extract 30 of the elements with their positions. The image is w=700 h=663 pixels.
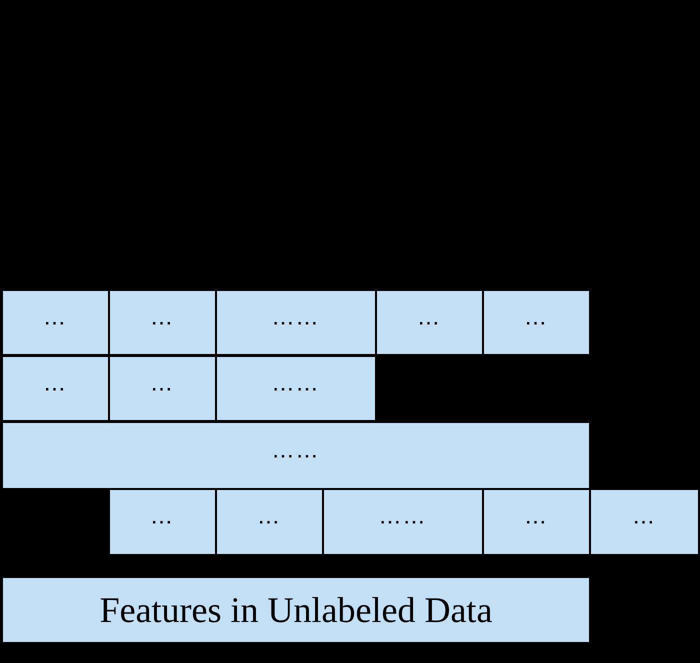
feature-box: [591, 490, 698, 554]
ellipsis-text: ⋯: [150, 509, 174, 535]
feature-box: [324, 490, 482, 554]
ellipsis-text: ⋯: [258, 509, 282, 535]
ellipsis-text: ⋯: [632, 509, 656, 535]
feature-box: [3, 357, 108, 420]
ellipsis-text: ⋯: [524, 509, 548, 535]
feature-box: [217, 291, 375, 354]
ellipsis-text: ⋯⋯: [272, 442, 320, 468]
ellipsis-text: ⋯: [44, 376, 68, 402]
feature-box: [3, 423, 589, 488]
ellipsis-text: ⋯⋯: [272, 376, 320, 402]
feature-box: [217, 490, 322, 554]
feature-box: [3, 291, 108, 354]
ellipsis-text: ⋯: [418, 310, 442, 336]
feature-box: [110, 291, 215, 354]
ellipsis-text: ⋯: [150, 310, 174, 336]
ellipsis-text: ⋯: [44, 310, 68, 336]
ellipsis-text: ⋯⋯: [379, 509, 427, 535]
feature-box: [484, 490, 589, 554]
ellipsis-text: ⋯: [150, 376, 174, 402]
feature-box: [110, 357, 215, 420]
box-title: Features in Unlabeled Data: [100, 589, 492, 631]
feature-box: [484, 291, 589, 354]
ellipsis-text: ⋯⋯: [272, 310, 320, 336]
feature-box: [217, 357, 375, 420]
feature-box: [3, 578, 589, 642]
ellipsis-text: ⋯: [524, 310, 548, 336]
feature-box: [377, 291, 482, 354]
feature-box: [110, 490, 215, 554]
